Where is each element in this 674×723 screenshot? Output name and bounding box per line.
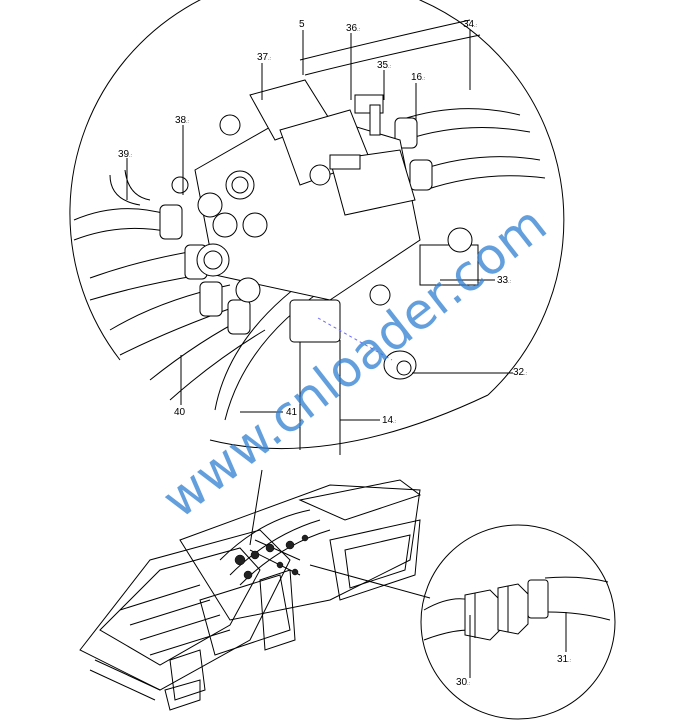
machine-valve-cluster [234,534,309,580]
callout-32: 32.: [513,367,527,378]
callout-35: 35.: [377,60,391,71]
washer-part [383,350,417,380]
callout-40: 40 [174,407,186,418]
detail-connector-2 [309,564,431,599]
callout-16: 16.: [411,72,425,83]
washer-dash-line [317,317,393,361]
callout-33: 33.: [497,275,511,286]
leader-lines-upper [126,30,513,421]
callout-labels: 5 36.: 34.: 37.: 35.: 16.: 38.: 39.: 33.… [118,19,571,688]
machine-overview [79,479,422,711]
callout-31: 31.: [557,654,571,665]
callout-39: 39.: [118,149,132,160]
detail-circle-hose [420,524,616,720]
callout-38: 38.: [175,115,189,126]
callout-5: 5 [299,19,305,30]
callout-36: 36.: [346,23,360,34]
callout-30: 30.: [456,677,470,688]
callout-41: 41 [286,407,298,418]
callout-37: 37.: [257,52,271,63]
callout-34: 34.: [463,19,477,30]
callout-14: 14.: [382,415,396,426]
valve-block [171,79,479,343]
